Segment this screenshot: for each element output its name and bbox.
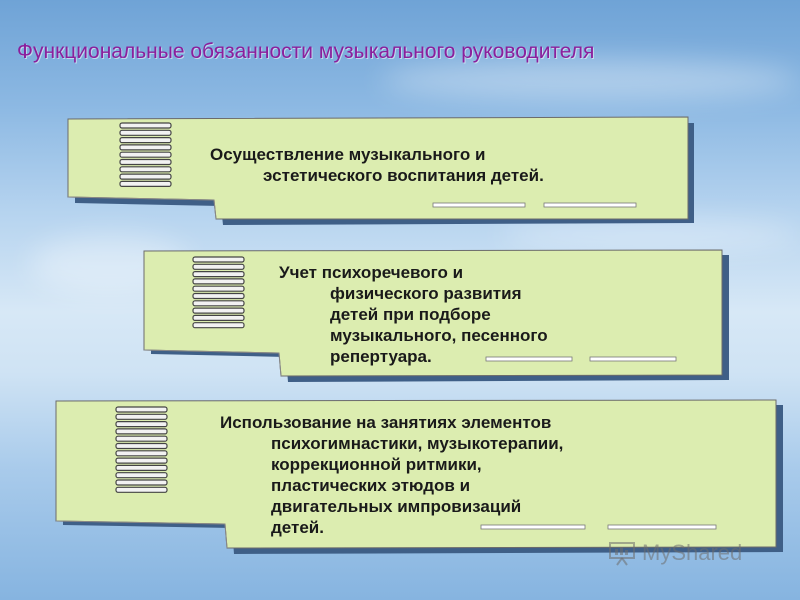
card-text-line: коррекционной ритмики, bbox=[271, 455, 482, 474]
card-text-line: эстетического воспитания детей. bbox=[263, 166, 544, 185]
card-text-line: пластических этюдов и bbox=[271, 476, 471, 495]
signature-lines bbox=[432, 202, 637, 208]
card-shape bbox=[67, 116, 694, 225]
card-text-line: Осуществление музыкального и bbox=[210, 145, 486, 164]
signature-lines bbox=[480, 524, 717, 530]
card-text-line: двигательных импровизаций bbox=[271, 497, 522, 516]
card-text-line: детей при подборе bbox=[330, 305, 491, 324]
card-shape bbox=[143, 249, 729, 382]
card-text-line: психогимнастики, музыкотерапии, bbox=[271, 434, 564, 453]
spiral-binding-icon bbox=[115, 406, 168, 493]
spiral-binding-icon bbox=[119, 122, 172, 188]
myshared-watermark: MyShared bbox=[608, 540, 742, 566]
watermark-text: MyShared bbox=[642, 540, 743, 565]
card-text-line: физического развития bbox=[330, 284, 522, 303]
card-text-line: Учет психоречевого и bbox=[279, 263, 464, 282]
signature-lines bbox=[485, 356, 677, 362]
duty-card-2: Учет психоречевого и физического развити… bbox=[143, 249, 729, 382]
card-shape bbox=[55, 399, 783, 554]
card-text-line: детей. bbox=[271, 518, 324, 537]
duty-card-3: Использование на занятиях элементов псих… bbox=[55, 399, 783, 554]
duty-card-1: Осуществление музыкального и эстетическо… bbox=[67, 116, 694, 225]
spiral-binding-icon bbox=[192, 256, 245, 329]
slide-title: Функциональные обязанности музыкального … bbox=[17, 40, 595, 63]
card-text-line: репертуара. bbox=[330, 347, 432, 366]
card-text-line: Использование на занятиях элементов bbox=[220, 413, 552, 432]
card-text-line: музыкального, песенного bbox=[330, 326, 548, 345]
presentation-board-icon bbox=[609, 542, 635, 566]
